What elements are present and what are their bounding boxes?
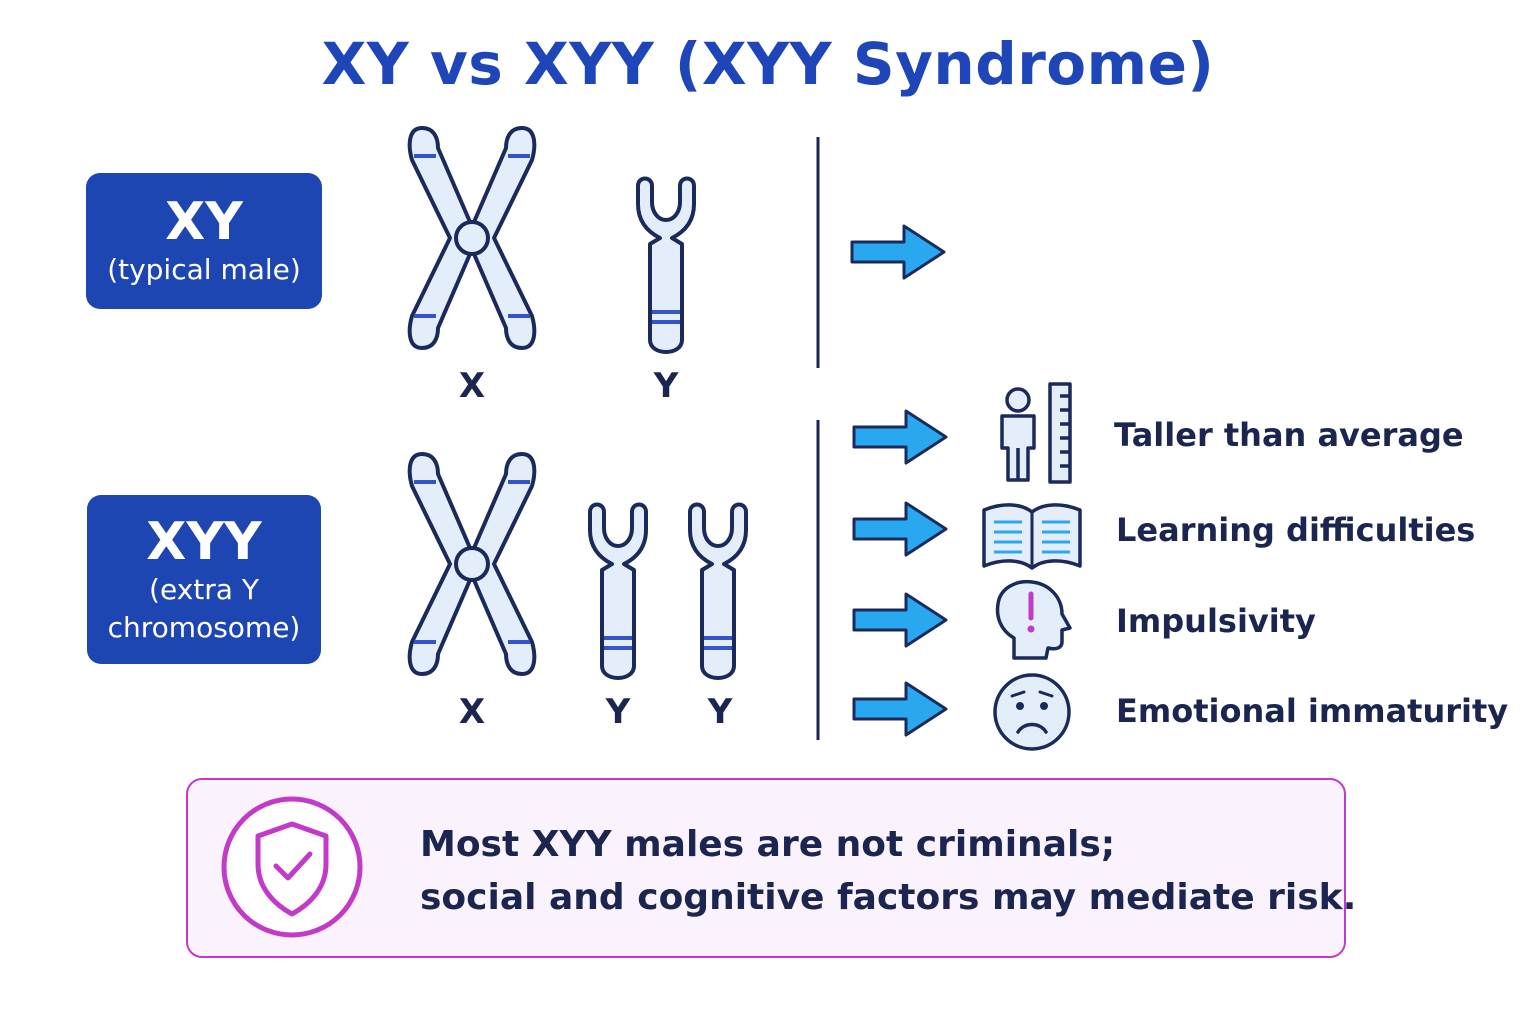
xyy-label-main: XYY [146,511,262,572]
note-box [186,778,1346,958]
xy-label-main: XY [165,192,243,252]
worried-face-icon [993,673,1071,751]
trait-label-4: Emotional immaturity [1116,692,1509,730]
head-exclamation-icon [995,579,1072,660]
shield-check-icon [221,796,363,938]
trait-label-3: Impulsivity [1116,602,1316,640]
xyy-x-label: X [458,692,486,732]
xy-x-label: X [458,366,486,406]
note-text: Most XYY males are not criminals; social… [420,818,1356,924]
open-book-icon [982,503,1082,570]
xy-label-sub: (typical male) [107,253,301,286]
xyy-y-label-2: Y [707,692,733,732]
xy-label-box: XY (typical male) [86,173,322,309]
trait-label-2: Learning difficulties [1116,511,1476,549]
xyy-y-label-1: Y [605,692,631,732]
trait-label-1: Taller than average [1114,416,1464,454]
xyy-label-sub-line2: chromosome) [107,610,301,644]
xyy-label-sub-line1: (extra Y [149,572,259,606]
xy-y-label: Y [653,366,679,406]
note-line-1: Most XYY males are not criminals; [420,824,1116,865]
xyy-label-box: XYY (extra Y chromosome) [87,495,321,664]
height-ruler-icon [1000,382,1072,484]
note-line-2: social and cognitive factors may mediate… [420,877,1357,918]
page-title: XY vs XYY (XYY Syndrome) [321,30,1215,98]
